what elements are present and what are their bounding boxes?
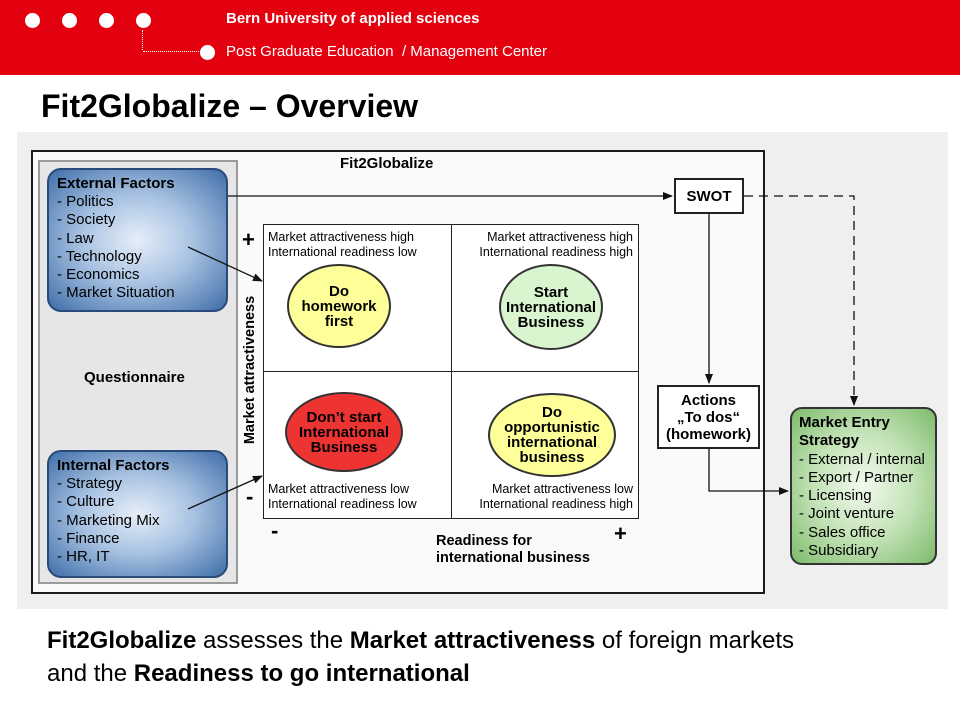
quadrant-label-top-right: Market attractiveness high International… (479, 230, 633, 260)
quadrant-label-line: Market attractiveness high (268, 230, 414, 244)
list-item: - HR, IT (57, 548, 110, 566)
quadrant-action-do-homework: Do homework first (287, 264, 391, 348)
list-item: - Economics (57, 266, 140, 284)
action-line: International (298, 423, 389, 441)
action-line: Don’t start (306, 408, 382, 426)
action-line: Do (541, 404, 562, 421)
action-line: homework (301, 297, 377, 315)
x-axis-label-line: Readiness for (436, 533, 532, 549)
action-line: Business (310, 438, 378, 456)
arrow-internal-to-matrix (187, 475, 263, 510)
logo-dot (200, 45, 215, 60)
logo-connector (142, 30, 143, 50)
x-axis-plus: + (614, 521, 627, 546)
y-axis-minus: - (246, 484, 254, 509)
list-item: - Market Situation (57, 284, 175, 302)
quadrant-label-line: International readiness high (479, 497, 633, 511)
caption-text: of foreign markets (595, 627, 794, 654)
market-entry-title: Market Entry (799, 414, 890, 431)
logo-dot (25, 13, 40, 28)
internal-factors-box: Internal Factors - Strategy - Culture - … (47, 450, 228, 578)
list-item: - Marketing Mix (57, 511, 160, 529)
market-entry-title: Strategy (799, 432, 860, 450)
list-item: - Law (57, 229, 94, 247)
action-line: Start (533, 283, 569, 301)
matrix-divider-horizontal (263, 371, 639, 372)
logo-dot (99, 13, 114, 28)
quadrant-label-line: Market attractiveness high (487, 230, 633, 244)
caption-emphasis: Readiness to go international (133, 660, 470, 687)
quadrant-label-bottom-left: Market attractiveness low International … (268, 482, 417, 512)
external-factors-box: External Factors - Politics - Society - … (47, 168, 228, 312)
logo-dot (136, 13, 151, 28)
action-line: international (506, 434, 597, 451)
list-item: - Subsidiary (799, 542, 879, 560)
list-item: - Strategy (57, 475, 123, 493)
quadrant-action-start-business: Start International Business (499, 264, 603, 350)
department-name: Post Graduate Education / Management Cen… (226, 43, 548, 60)
arrow-actions-to-strategy (708, 449, 789, 495)
quadrant-label-bottom-right: Market attractiveness low International … (479, 482, 633, 512)
quadrant-label-top-left: Market attractiveness high International… (268, 230, 417, 260)
caption-emphasis: Market attractiveness (349, 627, 596, 654)
caption-text: assesses the (196, 627, 350, 654)
quadrant-label-line: International readiness low (268, 497, 417, 511)
actions-line: (homework) (665, 426, 751, 443)
caption-emphasis: Fit2Globalize (47, 627, 197, 654)
list-item: - Licensing (799, 487, 872, 505)
diagram-title: Fit2Globalize (340, 155, 434, 172)
action-line: business (519, 449, 585, 466)
external-factors-title: External Factors (57, 175, 175, 192)
action-line: Do (328, 282, 349, 300)
caption: Fit2Globalize assesses the Market attrac… (47, 624, 794, 690)
arrow-external-to-matrix (187, 246, 263, 282)
caption-line-2: and the Readiness to go international (47, 657, 794, 690)
market-entry-strategy-box: Market Entry Strategy - External / inter… (790, 407, 937, 565)
list-item: - Politics (57, 193, 114, 211)
slide-title: Fit2Globalize – Overview (41, 88, 419, 124)
action-line: first (324, 312, 354, 330)
quadrant-label-line: Market attractiveness low (491, 482, 633, 496)
actions-box: Actions „To dos“ (homework) (657, 385, 760, 449)
quadrant-action-opportunistic: Do opportunistic international business (488, 393, 616, 477)
quadrant-label-line: International readiness high (479, 245, 633, 259)
list-item: - External / internal (799, 450, 925, 468)
quadrant-action-dont-start: Don’t start International Business (285, 392, 403, 472)
action-line: Business (517, 313, 585, 331)
caption-text: and the (47, 660, 134, 687)
list-item: - Export / Partner (799, 468, 914, 486)
x-axis-label-line: international business (436, 550, 590, 566)
x-axis-minus: - (271, 518, 279, 543)
x-axis-label: Readiness for international business (436, 533, 590, 567)
logo-connector (143, 51, 201, 52)
quadrant-label-line: Market attractiveness low (268, 482, 410, 496)
list-item: - Sales office (799, 523, 886, 541)
list-item: - Joint venture (799, 505, 895, 523)
arrow-swot-to-strategy-dashed (744, 195, 858, 406)
logo-dot (62, 13, 77, 28)
university-name: Bern University of applied sciences (226, 10, 480, 27)
internal-factors-title: Internal Factors (57, 457, 170, 474)
action-line: International (505, 298, 596, 316)
list-item: - Technology (57, 247, 142, 265)
list-item: - Finance (57, 529, 120, 547)
swot-box: SWOT (674, 178, 744, 214)
list-item: - Society (57, 211, 116, 229)
list-item: - Culture (57, 493, 115, 511)
actions-line: Actions (680, 392, 736, 409)
caption-line-1: Fit2Globalize assesses the Market attrac… (47, 624, 794, 657)
actions-line: „To dos“ (676, 409, 741, 426)
questionnaire-label: Questionnaire (84, 369, 185, 386)
header-bar: Bern University of applied sciences Post… (0, 0, 960, 75)
quadrant-label-line: International readiness low (268, 245, 417, 259)
y-axis-plus: + (242, 227, 255, 252)
action-line: opportunistic (504, 419, 600, 436)
